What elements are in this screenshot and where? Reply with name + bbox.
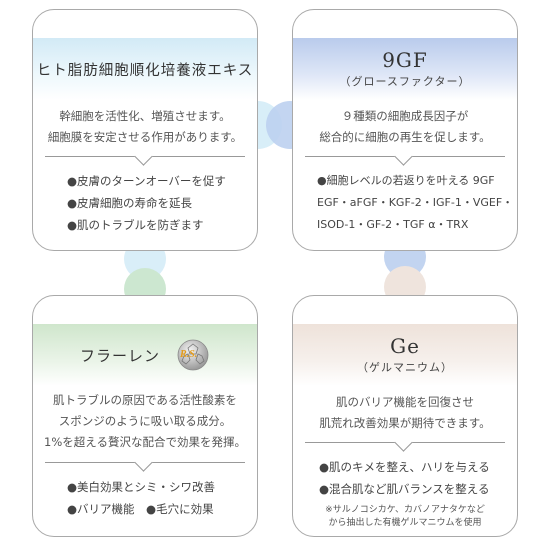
card-title: ヒト脂肪細胞順化培養液エキス [36,62,254,79]
bullet-list: ●肌のキメを整え、ハリを与える ●混合肌など肌バランスを整える [293,456,517,500]
card-description: 肌のバリア機能を回復させ 肌荒れ改善効果が期待できます。 [293,392,517,434]
card-human-adipocyte-extract: ヒト脂肪細胞順化培養液エキス 幹細胞を活性化、増殖させます。 細胞膜を安定させる… [32,9,258,251]
bullet-item: ●混合肌など肌バランスを整える [319,482,490,496]
card-title: Ge [390,334,420,358]
bullet-list: ●皮膚のターンオーバーを促す ●皮膚細胞の寿命を延長 ●肌のトラブルを防ぎます [33,170,257,236]
card-description: ９種類の細胞成長因子が 総合的に細胞の再生を促します。 [293,106,517,148]
card-title: 9GF [382,48,428,72]
fullerene-logo-icon: R.S. [176,338,210,372]
desc-line: 細胞膜を安定させる作用があります。 [47,130,243,144]
note-line: から抽出した有機ゲルマニウムを使用 [328,518,482,528]
divider-notch [394,433,413,452]
bullet-item: EGF・aFGF・KGF-2・IGF-1・VGEF・ [317,196,514,209]
card-description: 肌トラブルの原因である活性酸素を スポンジのように吸い取る成分。 1%を超える贅… [33,390,257,453]
card-subtitle: （ゲルマニウム） [357,361,453,374]
divider-notch [134,147,153,166]
desc-line: 総合的に細胞の再生を促します。 [319,130,491,144]
card-header: フラーレン R.S. [33,324,257,386]
desc-line: 1%を超える贅沢な配合で効果を発揮。 [44,435,246,449]
desc-line: 肌トラブルの原因である活性酸素を [53,393,237,407]
card-subtitle: （グロースファクター） [339,75,471,88]
divider-notch [134,453,153,472]
card-description: 幹細胞を活性化、増殖させます。 細胞膜を安定させる作用があります。 [33,106,257,148]
note-line: ※サルノコシカケ、カバノアナタケなど [325,505,485,515]
desc-line: 肌荒れ改善効果が期待できます。 [319,416,491,430]
desc-line: スポンジのように吸い取る成分。 [58,414,232,428]
bullet-item: ●肌のトラブルを防ぎます [67,218,204,232]
desc-line: 幹細胞を活性化、増殖させます。 [59,109,231,123]
card-9gf: 9GF （グロースファクター） ９種類の細胞成長因子が 総合的に細胞の再生を促し… [292,9,518,251]
desc-line: 肌のバリア機能を回復させ [336,395,474,409]
card-header: ヒト脂肪細胞順化培養液エキス [33,38,257,100]
bullet-list: ●細胞レベルの若返りを叶える 9GF EGF・aFGF・KGF-2・IGF-1・… [293,170,517,236]
bullet-item: ●皮膚細胞の寿命を延長 [67,196,193,210]
card-germanium: Ge （ゲルマニウム） 肌のバリア機能を回復させ 肌荒れ改善効果が期待できます。… [292,295,518,537]
bullet-item: ●皮膚のターンオーバーを促す [67,174,226,188]
card-header: 9GF （グロースファクター） [293,38,517,100]
bullet-list: ●美白効果とシミ・シワ改善 ●バリア機能 ●毛穴に効果 [33,476,257,520]
bullet-item: ●美白効果とシミ・シワ改善 [67,480,216,494]
bullet-item: ●肌のキメを整え、ハリを与える [319,460,490,474]
desc-line: ９種類の細胞成長因子が [341,109,469,123]
card-title: フラーレン [79,346,160,365]
bullet-item: ISOD-1・GF-2・TGF α・TRX [317,218,469,231]
bullet-item: ●バリア機能 ●毛穴に効果 [67,502,214,516]
footnote: ※サルノコシカケ、カバノアナタケなど から抽出した有機ゲルマニウムを使用 [293,504,517,530]
divider-notch [394,147,413,166]
card-header: Ge （ゲルマニウム） [293,324,517,386]
bullet-item: ●細胞レベルの若返りを叶える 9GF [317,174,495,187]
logo-text: R.S. [180,349,198,360]
card-fullerene: フラーレン R.S. 肌トラブルの原因である活性酸素を スポンジのように吸い取る… [32,295,258,537]
